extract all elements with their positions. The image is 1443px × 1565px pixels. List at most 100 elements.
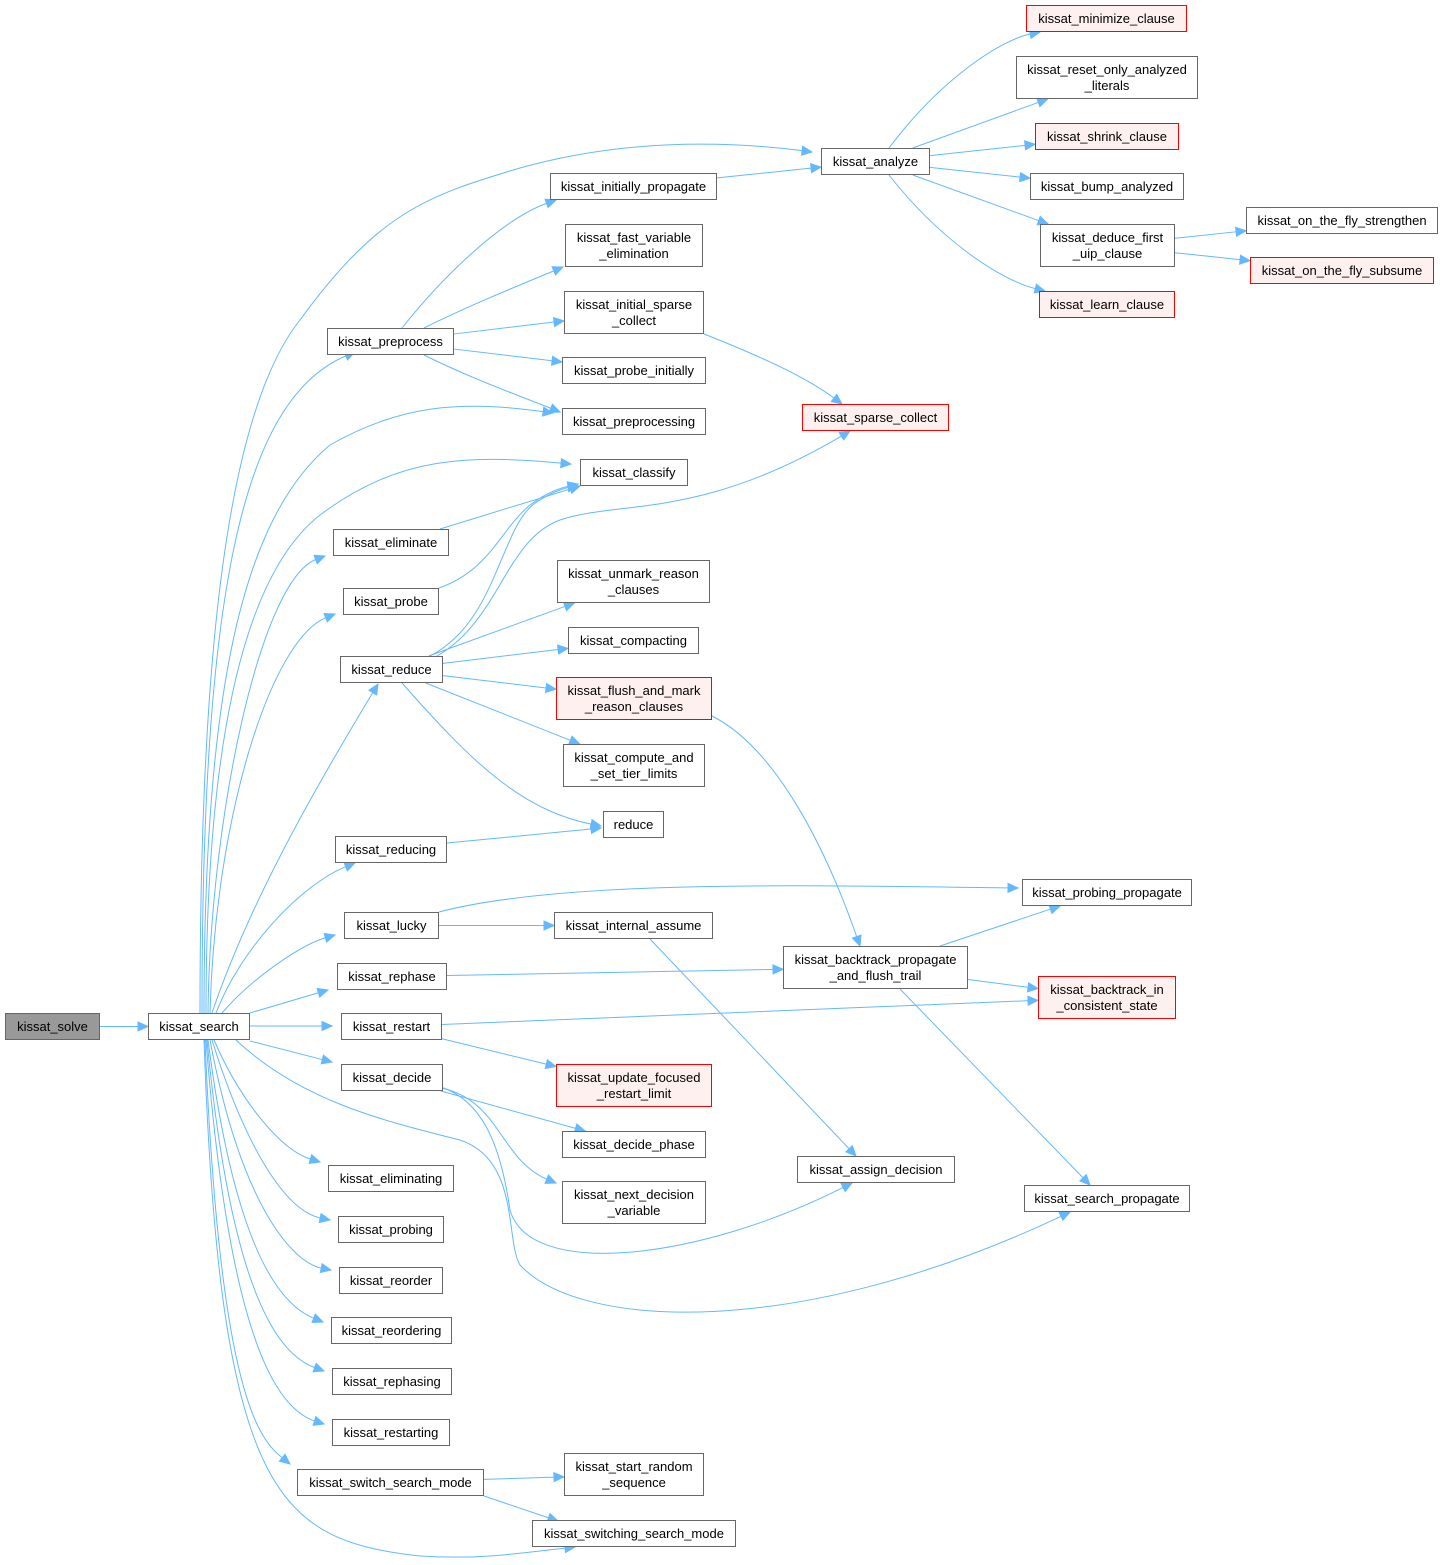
node-sparse-collect[interactable]: kissat_sparse_collect	[802, 404, 949, 431]
node-learn[interactable]: kissat_learn_clause	[1039, 291, 1175, 318]
edge-search-to-rephasing	[206, 1039, 316, 1369]
edge-reduce-k-to-sparse-collect-arrowhead	[838, 430, 852, 441]
edge-reduce-k-to-flush-mark	[442, 675, 548, 689]
edge-decide-to-assign-decision-arrowhead	[840, 1182, 854, 1193]
node-flush-mark[interactable]: kissat_flush_and_mark _reason_clauses	[556, 677, 712, 720]
edge-backtrack-flush-to-search-propagate	[899, 988, 1085, 1179]
edge-backtrack-flush-to-backtrack-consistent-arrowhead	[1026, 981, 1040, 993]
edge-search-to-eliminating	[213, 1039, 312, 1160]
node-otf-subsume[interactable]: kissat_on_the_fly_subsume	[1250, 257, 1434, 284]
edge-eliminate-to-classify	[439, 488, 572, 530]
edge-preprocess-to-initial-sparse-arrowhead	[552, 316, 566, 328]
node-reduce-k[interactable]: kissat_reduce	[340, 656, 443, 683]
node-decide[interactable]: kissat_decide	[341, 1064, 443, 1091]
edge-search-to-reducing	[215, 865, 347, 1014]
node-compacting[interactable]: kissat_compacting	[568, 627, 699, 654]
edge-search-to-decide	[249, 1040, 324, 1061]
edge-search-to-restarting-arrowhead	[312, 1415, 326, 1426]
node-reorder[interactable]: kissat_reorder	[339, 1267, 443, 1294]
edge-decide-to-assign-decision	[440, 1086, 845, 1254]
edge-reduce-k-to-classify-arrowhead	[566, 482, 580, 493]
edge-restart-to-update-restart-arrowhead	[544, 1058, 558, 1070]
edge-reduce-k-to-compacting	[442, 648, 560, 664]
node-search-propagate[interactable]: kissat_search_propagate	[1024, 1185, 1190, 1212]
edge-analyze-to-bump-arrowhead	[1018, 171, 1032, 183]
edge-analyze-to-shrink	[929, 144, 1027, 157]
node-initially-propagate[interactable]: kissat_initially_propagate	[550, 173, 717, 200]
node-preprocessing[interactable]: kissat_preprocessing	[562, 408, 706, 435]
edge-reduce-k-to-sparse-collect	[436, 435, 843, 657]
node-restarting[interactable]: kissat_restarting	[332, 1419, 450, 1446]
node-probe[interactable]: kissat_probe	[343, 588, 439, 615]
edge-preprocess-to-initial-sparse	[453, 321, 556, 335]
node-update-restart[interactable]: kissat_update_focused _restart_limit	[556, 1064, 712, 1107]
node-internal-assume[interactable]: kissat_internal_assume	[554, 912, 713, 939]
node-probing[interactable]: kissat_probing	[338, 1216, 444, 1243]
node-reset-only[interactable]: kissat_reset_only_analyzed _literals	[1016, 56, 1198, 99]
node-backtrack-flush[interactable]: kissat_backtrack_propagate _and_flush_tr…	[783, 946, 968, 989]
node-minimize[interactable]: kissat_minimize_clause	[1026, 5, 1187, 32]
node-start-random[interactable]: kissat_start_random _sequence	[564, 1453, 704, 1496]
edge-search-to-search-propagate-arrowhead	[1058, 1211, 1072, 1222]
edge-search-to-reduce-k-arrowhead	[368, 682, 379, 696]
edge-search-to-preprocess	[201, 355, 347, 1014]
node-reduce[interactable]: reduce	[603, 811, 664, 838]
edge-search-to-reduce-k	[211, 691, 374, 1014]
node-classify[interactable]: kissat_classify	[580, 459, 688, 486]
node-initial-sparse[interactable]: kissat_initial_sparse _collect	[564, 291, 704, 334]
node-switching-mode[interactable]: kissat_switching_search_mode	[532, 1520, 736, 1547]
edge-reducing-to-reduce	[446, 828, 593, 844]
edge-search-to-rephasing-arrowhead	[312, 1362, 326, 1373]
edge-search-to-analyze	[199, 143, 804, 1014]
node-lucky[interactable]: kissat_lucky	[344, 912, 439, 939]
node-preprocess[interactable]: kissat_preprocess	[327, 328, 454, 355]
edge-analyze-to-bump	[929, 166, 1022, 178]
edge-lucky-to-probing-propagate	[438, 885, 1010, 913]
edge-flush-mark-to-backtrack-flush-arrowhead	[851, 934, 862, 948]
node-deduce[interactable]: kissat_deduce_first _uip_clause	[1040, 224, 1175, 267]
node-fast-var-elim[interactable]: kissat_fast_variable _elimination	[565, 224, 703, 267]
edge-decide-to-decide-phase	[440, 1090, 577, 1130]
node-decide-phase[interactable]: kissat_decide_phase	[562, 1131, 706, 1158]
edge-search-to-preprocessing	[203, 405, 545, 1014]
node-unmark-reason[interactable]: kissat_unmark_reason _clauses	[557, 560, 710, 603]
edge-switch-mode-to-start-random-arrowhead	[553, 1471, 566, 1483]
node-rephasing[interactable]: kissat_rephasing	[332, 1368, 452, 1395]
edge-switch-mode-to-start-random	[483, 1476, 556, 1480]
edge-preprocess-to-preprocessing	[423, 354, 552, 410]
node-reducing[interactable]: kissat_reducing	[335, 836, 447, 863]
node-search[interactable]: kissat_search	[148, 1013, 250, 1040]
edge-search-to-preprocessing-arrowhead	[541, 406, 555, 417]
edge-deduce-to-otf-strengthen	[1174, 231, 1238, 239]
node-eliminate[interactable]: kissat_eliminate	[333, 529, 449, 556]
edge-reduce-k-to-compacting-arrowhead	[556, 644, 570, 655]
node-reordering[interactable]: kissat_reordering	[331, 1317, 452, 1344]
node-assign-decision[interactable]: kissat_assign_decision	[797, 1156, 955, 1183]
edge-analyze-to-reset-only	[912, 101, 1040, 149]
edge-internal-assume-to-assign-decision-arrowhead	[844, 1144, 857, 1157]
node-switch-mode[interactable]: kissat_switch_search_mode	[297, 1469, 484, 1496]
node-probe-initially[interactable]: kissat_probe_initially	[562, 357, 706, 384]
edge-search-to-rephase-arrowhead	[316, 987, 330, 999]
node-probing-propagate[interactable]: kissat_probing_propagate	[1022, 879, 1192, 906]
edge-restart-to-backtrack-consistent	[441, 1000, 1030, 1025]
edge-decide-to-next-decision	[440, 1087, 548, 1181]
node-otf-strengthen[interactable]: kissat_on_the_fly_strengthen	[1246, 207, 1438, 234]
node-analyze[interactable]: kissat_analyze	[821, 148, 930, 175]
edge-reduce-k-to-tier-limits	[425, 682, 572, 742]
node-eliminating[interactable]: kissat_eliminating	[328, 1165, 454, 1192]
node-tier-limits[interactable]: kissat_compute_and _set_tier_limits	[563, 744, 705, 787]
node-backtrack-consistent[interactable]: kissat_backtrack_in _consistent_state	[1038, 976, 1176, 1019]
edge-rephase-to-backtrack-flush	[446, 968, 775, 976]
node-next-decision[interactable]: kissat_next_decision _variable	[562, 1181, 706, 1224]
edge-search-to-rephase	[249, 992, 320, 1014]
edge-search-to-probe	[209, 616, 327, 1014]
edge-analyze-to-minimize	[888, 33, 1032, 149]
edge-lucky-to-probing-propagate-arrowhead	[1007, 882, 1020, 894]
node-solve: kissat_solve	[5, 1013, 100, 1040]
node-bump[interactable]: kissat_bump_analyzed	[1030, 173, 1184, 200]
edge-search-to-classify	[205, 458, 563, 1014]
node-rephase[interactable]: kissat_rephase	[337, 963, 447, 990]
node-shrink[interactable]: kissat_shrink_clause	[1035, 123, 1179, 150]
node-restart[interactable]: kissat_restart	[341, 1013, 442, 1040]
